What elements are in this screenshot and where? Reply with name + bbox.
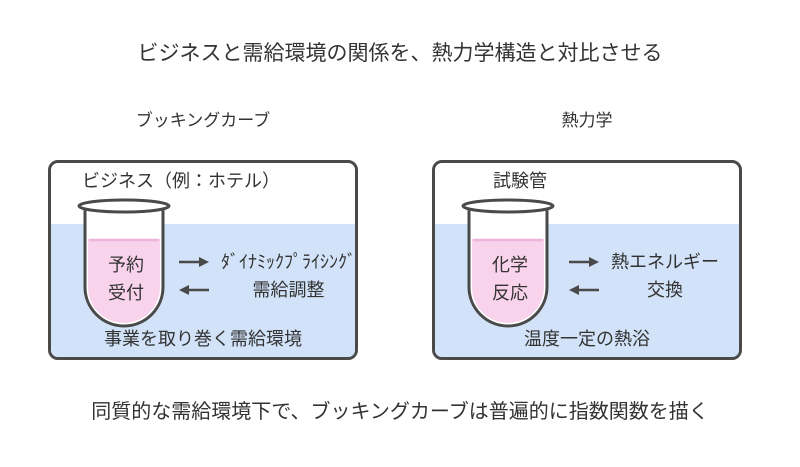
thermo-exchange-in-label: 交換 [647,280,683,300]
right-arrow-icon [569,257,599,267]
diagram-caption: 同質的な需給環境下で、ブッキングカーブは普遍的に指数関数を描く [91,401,709,423]
thermodynamics-box: 試験管 化学 反応 熱エネルギー 交換 温度一定の熱浴 [432,160,742,360]
business-tube-line1: 予約 [108,255,144,275]
thermodynamics-header: 熱力学 [561,111,613,130]
right-arrow-icon [179,257,209,267]
business-exchange-in-label: 需給調整 [252,280,325,300]
business-box: ビジネス（例：ホテル） 予約 受付 ﾀﾞｲﾅﾐｯｸﾌﾟﾗｲｼﾝｸﾞ 需給調整 事… [48,160,358,360]
business-tube-line2: 受付 [108,283,144,303]
booking-curve-header: ブッキングカーブ [135,111,271,130]
thermo-test-tube-icon [461,198,555,328]
thermo-exchange: 熱エネルギー 交換 [569,251,719,301]
left-arrow-icon [569,285,599,295]
thermo-bath-label: 温度一定の熱浴 [524,329,650,349]
thermo-box-label: 試験管 [493,171,547,191]
business-bath-label: 事業を取り巻く需給環境 [104,329,302,349]
thermo-tube-line1: 化学 [492,255,528,275]
business-box-label: ビジネス（例：ホテル） [82,171,280,191]
business-tube-text: 予約 受付 [77,251,175,307]
thermo-tube-line2: 反応 [492,283,528,303]
business-test-tube-icon [77,198,171,328]
business-exchange: ﾀﾞｲﾅﾐｯｸﾌﾟﾗｲｼﾝｸﾞ 需給調整 [179,251,356,301]
thermo-exchange-out-label: 熱エネルギー [611,252,719,272]
business-exchange-out-label: ﾀﾞｲﾅﾐｯｸﾌﾟﾗｲｼﾝｸﾞ [221,252,356,272]
thermo-tube-text: 化学 反応 [461,251,559,307]
diagram-title: ビジネスと需給環境の関係を、熱力学構造と対比させる [137,42,663,65]
left-arrow-icon [179,285,209,295]
